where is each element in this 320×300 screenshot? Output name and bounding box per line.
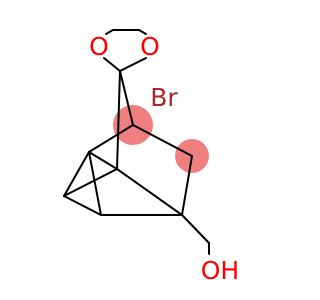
bond <box>132 124 193 157</box>
oxygen-right-label: O <box>140 32 160 61</box>
bond <box>103 57 121 72</box>
bond <box>105 29 114 35</box>
bond <box>88 151 102 216</box>
bond <box>63 168 118 197</box>
bond <box>63 151 90 197</box>
bond <box>119 57 147 72</box>
bond <box>119 70 134 126</box>
dioxolane-ring <box>103 29 147 72</box>
bond <box>116 168 183 216</box>
bond <box>138 29 147 35</box>
hydroxyl-label: OH <box>201 256 239 285</box>
cage-framework <box>63 70 210 255</box>
bond <box>181 155 193 216</box>
bond <box>181 214 210 244</box>
oxygen-left-label: O <box>89 32 109 61</box>
bond <box>63 195 102 216</box>
bromine-label: Br <box>150 83 178 112</box>
bond <box>116 70 121 170</box>
bond <box>88 124 134 153</box>
molecule-structure-diagram: O O Br OH <box>63 29 239 285</box>
bond <box>88 151 118 170</box>
